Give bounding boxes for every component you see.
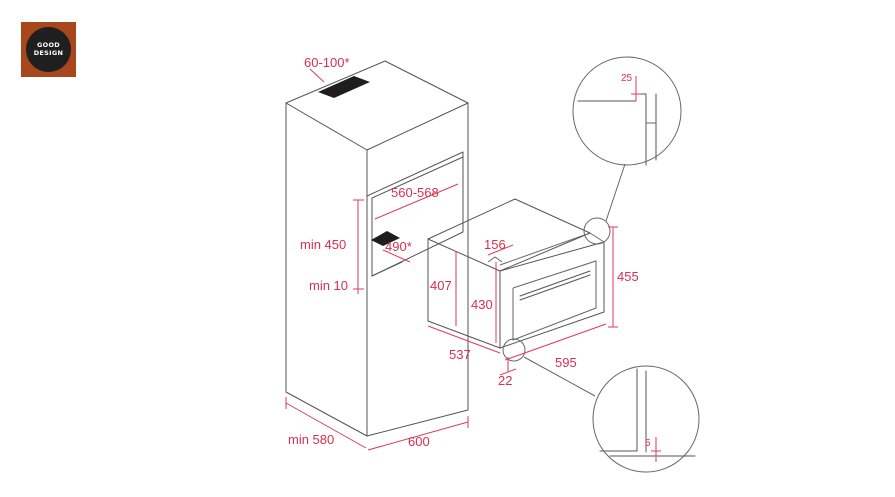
- top-detail-profile: [577, 93, 647, 166]
- oven-door-window: [512, 260, 597, 341]
- label-min-height: min 450: [300, 237, 346, 252]
- dimension-lines: [285, 68, 661, 462]
- bottom-detail-circle: [592, 365, 700, 473]
- logo-text-design: DESIGN: [33, 49, 64, 57]
- label-bottom-offset: 22: [498, 373, 512, 388]
- good-design-badge: GOOD DESIGN: [26, 27, 71, 72]
- niche-inner-back-edge: [371, 156, 464, 199]
- label-detail-bottom: 5: [645, 438, 651, 449]
- oven-front-panel: [499, 241, 605, 349]
- top-detail-circle: [572, 56, 682, 166]
- dim-line-156: [487, 244, 514, 256]
- dim-line-width: [367, 421, 469, 451]
- label-oven-total-height: 455: [617, 269, 639, 284]
- tall-cabinet: [285, 60, 469, 437]
- oven-top-face: [427, 198, 591, 272]
- label-niche-depth: 490*: [385, 239, 412, 254]
- label-cabinet-depth: min 580: [288, 432, 334, 447]
- logo-text-good: GOOD: [37, 41, 60, 49]
- dim-line-niche-depth: [382, 249, 411, 263]
- label-oven-depth: 537: [449, 347, 471, 362]
- oven-control-strip: [499, 232, 605, 266]
- dim-line-595: [504, 323, 607, 361]
- dim-line-top-vent: [309, 68, 325, 83]
- label-cabinet-width: 600: [408, 434, 430, 449]
- label-min-gap: min 10: [309, 278, 348, 293]
- label-oven-height-body: 407: [430, 278, 452, 293]
- cabinet-outline: [285, 102, 469, 437]
- label-oven-depth-top: 156: [484, 237, 506, 252]
- bottom-detail-marker: [502, 338, 526, 362]
- bottom-detail-leader: [523, 356, 596, 397]
- niche-opening-outline: [366, 151, 464, 277]
- top-detail-marker: [583, 217, 611, 245]
- good-design-logo: GOOD DESIGN: [21, 22, 76, 77]
- label-oven-width: 595: [555, 355, 577, 370]
- niche-floor-edge: [371, 261, 403, 277]
- bottom-detail-view: [502, 338, 700, 473]
- top-ventilation-opening: [318, 76, 370, 98]
- dimension-labels: 60-100* 560-568 490* min 450 min 10 min …: [288, 55, 651, 449]
- label-oven-height-front: 430: [471, 297, 493, 312]
- label-niche-width: 560-568: [391, 185, 439, 200]
- oven-door-handle-lower: [519, 274, 591, 301]
- cabinet-top-left-edge: [285, 60, 469, 104]
- oven-door-handle: [519, 270, 591, 297]
- label-top-vent: 60-100*: [304, 55, 350, 70]
- top-detail-leader: [605, 163, 626, 222]
- top-detail-view: [572, 56, 682, 245]
- dim-line-niche-width: [374, 183, 459, 220]
- label-detail-top: 25: [621, 73, 633, 84]
- oven-unit: [427, 198, 605, 349]
- oven-bottom-edge: [427, 320, 501, 349]
- dim-line-depth: [285, 402, 367, 449]
- dim-line-537: [427, 325, 501, 354]
- oven-notch: [487, 256, 503, 263]
- niche-ventilation-opening: [371, 231, 400, 246]
- bottom-detail-profile: [599, 368, 638, 452]
